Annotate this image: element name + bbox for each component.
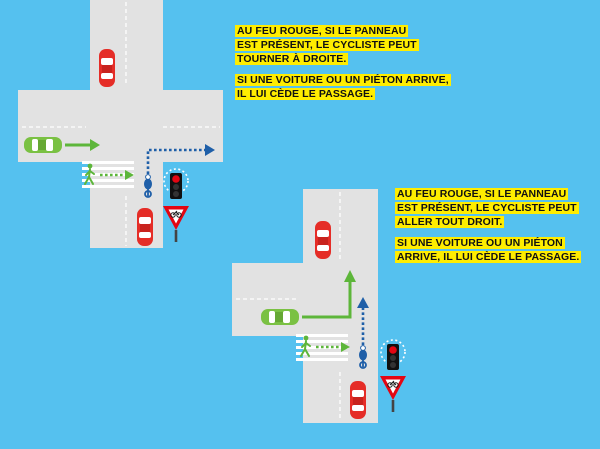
caption-rule: AU FEU ROUGE, SI LE PANNEAU EST PRÉSENT,… [395,187,581,229]
caption-line: SI UNE VOITURE OU UN PIÉTON ARRIVE, [235,74,451,86]
car-left-turn-arrow [302,282,352,319]
caption-line: AU FEU ROUGE, SI LE PANNEAU [395,188,569,200]
caption-line: ARRIVE, IL LUI CÈDE LE PASSAGE. [395,251,582,263]
caption-rule: AU FEU ROUGE, SI LE PANNEAU EST PRÉSENT,… [235,24,451,66]
red-car-icon [99,49,115,87]
caption-yield: SI UNE VOITURE OU UN PIÉTON ARRIVE, IL L… [395,236,582,264]
yield-bike-sign-icon [379,375,407,413]
red-car-icon [137,208,153,246]
caption-right-turn: AU FEU ROUGE, SI LE PANNEAU EST PRÉSENT,… [235,24,451,101]
traffic-light-icon [380,339,406,371]
caption-straight-ahead: AU FEU ROUGE, SI LE PANNEAU EST PRÉSENT,… [395,187,582,264]
lane-markings [236,192,341,420]
caption-line: AU FEU ROUGE, SI LE PANNEAU [235,25,409,37]
bike-right-turn-arrow [146,148,205,174]
caption-line: SI UNE VOITURE OU UN PIÉTON [395,237,565,249]
red-car-icon [350,381,366,419]
road-surface [232,189,378,423]
traffic-light-icon [163,168,189,200]
intersection-straight-ahead [232,189,407,423]
lane-markings [22,2,220,246]
caption-line: EST PRÉSENT, LE CYCLISTE PEUT [395,202,579,214]
red-car-icon [315,221,331,259]
yield-bike-sign-icon [162,205,190,243]
caption-line: ALLER TOUT DROIT. [395,216,505,228]
road-surface [18,0,223,248]
caption-line: IL LUI CÈDE LE PASSAGE. [235,88,376,100]
caption-line: EST PRÉSENT, LE CYCLISTE PEUT [235,39,419,51]
intersection-right-turn [18,0,223,248]
caption-yield: SI UNE VOITURE OU UN PIÉTON ARRIVE, IL L… [235,73,451,101]
green-car-icon [261,309,299,325]
caption-line: TOURNER À DROITE. [235,53,349,65]
crosswalk [82,161,134,188]
green-car-icon [24,137,62,153]
